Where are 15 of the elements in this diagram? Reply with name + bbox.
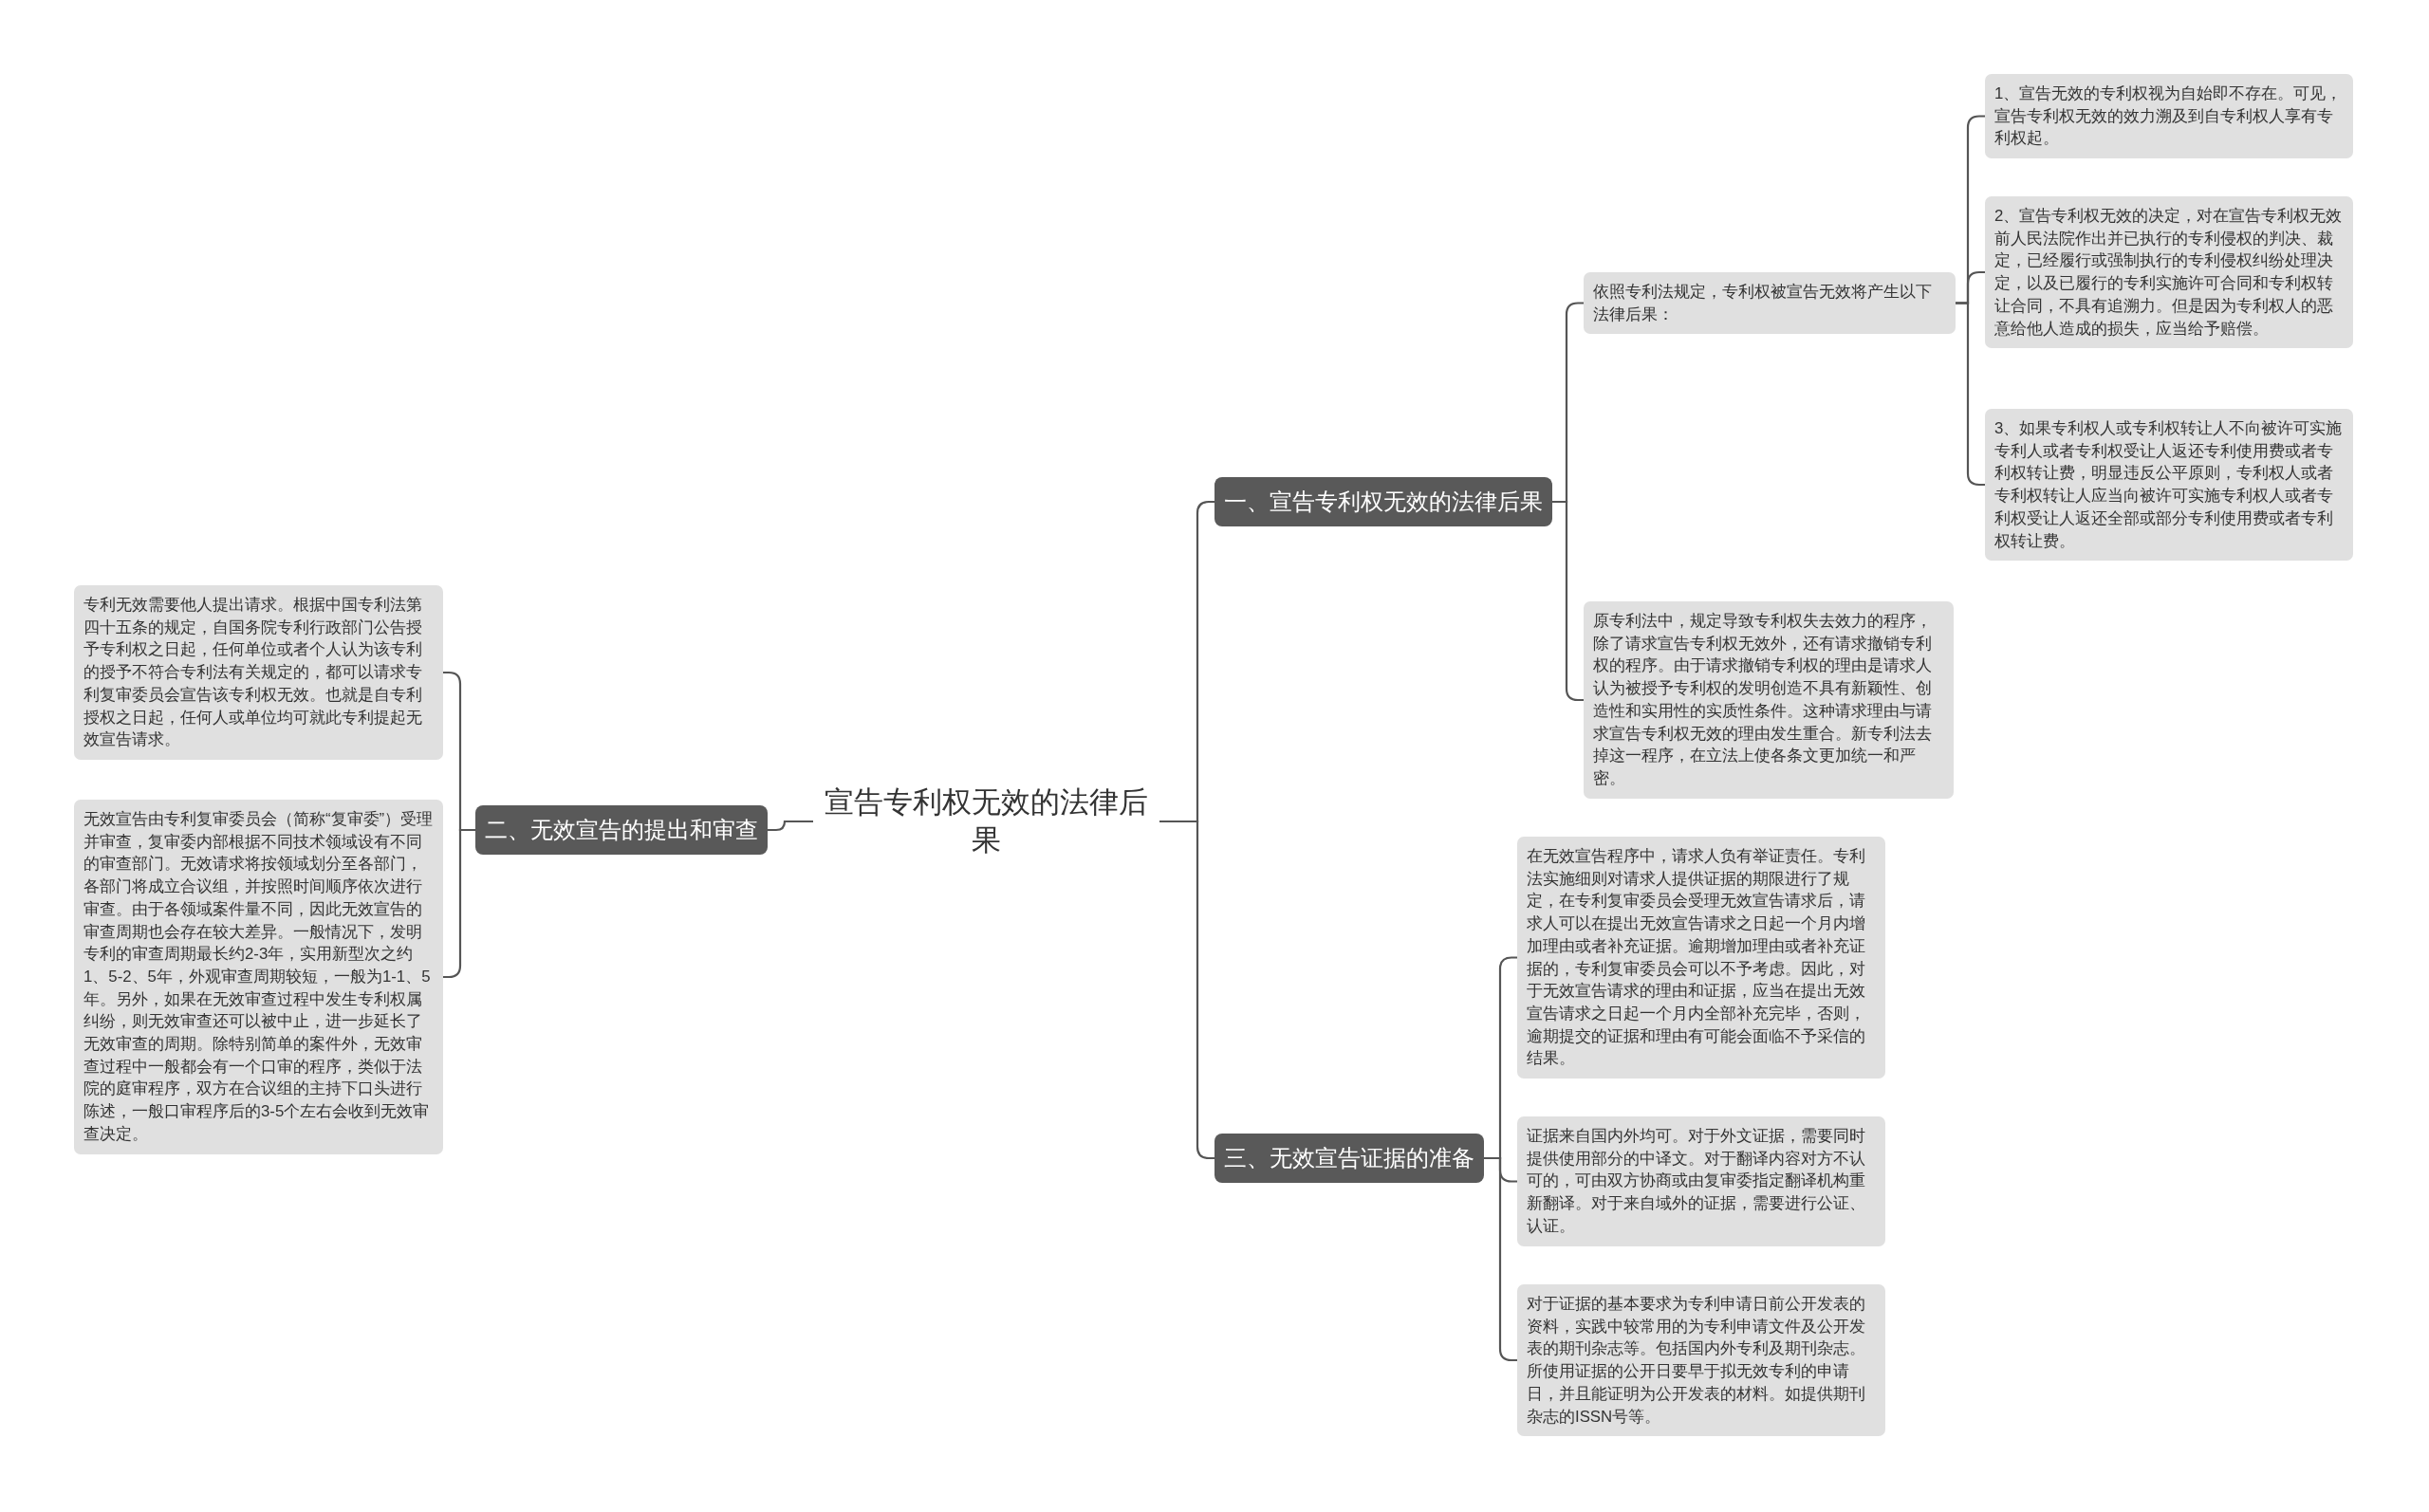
branch-topic: 二、无效宣告的提出和审查: [475, 805, 768, 855]
branch-topic: 一、宣告专利权无效的法律后果: [1214, 477, 1552, 526]
branch-topic: 三、无效宣告证据的准备: [1214, 1134, 1484, 1183]
connector-line: [768, 820, 813, 832]
text-card: 原专利法中，规定导致专利权失去效力的程序，除了请求宣告专利权无效外，还有请求撤销专利权的程序。由于请求撤销专利权的理由是请求人认为被授予专利权的发明创造不具有新颖性、创造性和实用性的实质性条件。这种请求理由与请求宣告专利权无效的理由发生重合。新专利法去掉这一程序，在立法上使各条文更加统一和严密。: [1584, 601, 1954, 799]
text-card: 对于证据的基本要求为专利申请日前公开发表的资料，实践中较常用的为专利申请文件及公开发表的期刊杂志等。包括国内外专利及期刊杂志。所使用证据的公开日要早于拟无效专利的申请日，并且能证明为公开发表的材料。如提供期刊杂志的ISSN号等。: [1517, 1284, 1885, 1437]
text-card: 证据来自国内外均可。对于外文证据，需要同时提供使用部分的中译文。对于翻译内容对方不认可的，可由双方协商或由复审委指定翻译机构重新翻译。对于来自域外的证据，需要进行公证、认证。: [1517, 1116, 1885, 1246]
text-card: 2、宣告专利权无效的决定，对在宣告专利权无效前人民法院作出并已执行的专利侵权的判决、裁定，已经履行或强制执行的专利侵权纠纷处理决定，以及已履行的专利实施许可合同和专利权转让合同，不具有追溯力。但是因为专利权人的恶意给他人造成的损失，应当给予赔偿。: [1985, 196, 2353, 349]
text-card: 3、如果专利权人或专利权转让人不向被许可实施专利人或者专利权受让人返还专利使用费或者专利权转让费，明显违反公平原则，专利权人或者专利权转让人应当向被许可实施专利权人或者专利权受让人返还全部或部分专利使用费或者专利权转让费。: [1985, 409, 2353, 562]
text-card: 专利无效需要他人提出请求。根据中国专利法第四十五条的规定，自国务院专利行政部门公告授予专利权之日起，任何单位或者个人认为该专利的授予不符合专利法有关规定的，都可以请求专利复审委员会宣告该专利权无效。也就是自专利授权之日起，任何人或单位均可就此专利提起无效宣告请求。: [74, 585, 443, 760]
text-card: 依照专利法规定，专利权被宣告无效将产生以下法律后果：: [1584, 272, 1956, 335]
text-card: 在无效宣告程序中，请求人负有举证责任。专利法实施细则对请求人提供证据的期限进行了规定，在专利复审委员会受理无效宣告请求后，请求人可以在提出无效宣告请求之日起一个月内增加理由或者补充证据。逾期增加理由或者补充证据的，专利复审委员会可以不予考虑。因此，对于无效宣告请求的理由和证据，应当在提出无效宣告请求之日起一个月内全部补充完毕，否则，逾期提交的证据和理由有可能会面临不予采信的结果。: [1517, 837, 1885, 1079]
central-topic: 宣告专利权无效的法律后果: [813, 784, 1159, 859]
text-card: 无效宣告由专利复审委员会（简称“复审委”）受理并审查，复审委内部根据不同技术领域设有不同的审查部门。无效请求将按领域划分至各部门，各部门将成立合议组，并按照时间顺序依次进行审查。由于各领域案件量不同，因此无效宣告的审查周期也会存在较大差异。一般情况下，发明专利的审查周期最长约2-3年，实用新型次之约1、5-2、5年，外观审查周期较短，一般为1-1、5年。另外，如果在无效审查过程中发生专利权属纠纷，则无效审查还可以被中止，进一步延长了无效审查的周期。除特别简单的案件外，无效审查过程中一般都会有一个口审的程序，类似于法院的庭审程序，双方在合议组的主持下口头进行陈述，一般口审程序后的3-5个左右会收到无效审查决定。: [74, 800, 443, 1154]
text-card: 1、宣告无效的专利权视为自始即不存在。可见，宣告专利权无效的效力溯及到自专利权人享有专利权起。: [1985, 74, 2353, 159]
